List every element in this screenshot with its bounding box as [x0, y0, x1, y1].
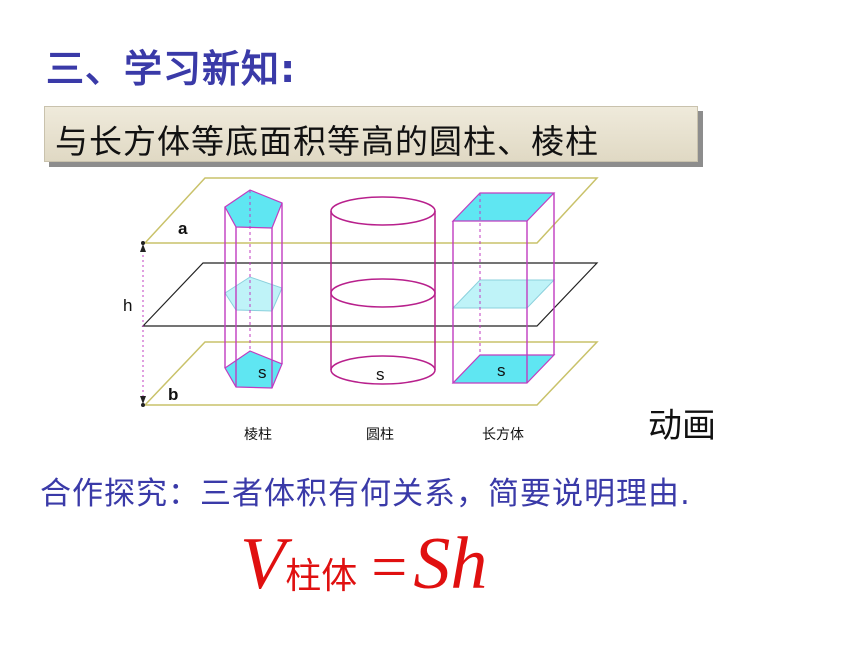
cuboid-base-label: s — [497, 361, 506, 380]
shape-label-cylinder: 圆柱 — [366, 427, 394, 443]
shape-label-prism: 棱柱 — [244, 427, 272, 443]
plane-a-point — [141, 241, 145, 245]
formula-subscript: 柱体 — [285, 556, 358, 597]
height-label: h — [123, 296, 132, 315]
animation-link[interactable]: 动画 — [648, 406, 716, 446]
cylinder-base-label: s — [376, 365, 385, 384]
prism-top-face — [224, 189, 283, 229]
cylinder — [330, 196, 436, 385]
prism-base-face — [224, 350, 283, 389]
plane-b-point — [141, 403, 145, 407]
prism-base-label: s — [258, 363, 267, 382]
height-arrow-bottom — [140, 396, 146, 404]
pentagonal-prism — [224, 189, 283, 389]
plane-b-label: b — [168, 385, 178, 404]
section-heading: 三、学习新知: — [46, 47, 297, 91]
cuboid — [451, 192, 556, 384]
formula-equals: = — [371, 531, 408, 602]
formula-rhs: Sh — [413, 523, 488, 605]
plane-a — [143, 177, 599, 244]
plane-a-label: a — [178, 219, 188, 238]
cylinder-mid-section — [330, 278, 436, 308]
subtitle-banner: 与长方体等底面积等高的圆柱、棱柱 — [44, 106, 698, 162]
prism-mid-section — [224, 276, 283, 312]
shape-label-cuboid: 长方体 — [482, 427, 524, 443]
subtitle-text: 与长方体等底面积等高的圆柱、棱柱 — [55, 122, 599, 161]
formula-lhs: V — [240, 523, 286, 605]
cylinder-top-face — [330, 196, 436, 226]
cutting-plane — [141, 262, 599, 327]
height-arrow-top — [140, 244, 146, 252]
volume-formula: V柱体 =Sh — [240, 522, 487, 607]
cuboid-mid-section — [451, 279, 556, 309]
plane-b — [143, 341, 599, 406]
cuboid-top-face — [451, 192, 556, 222]
exploration-question: 合作探究：三者体积有何关系，简要说明理由. — [40, 476, 691, 512]
